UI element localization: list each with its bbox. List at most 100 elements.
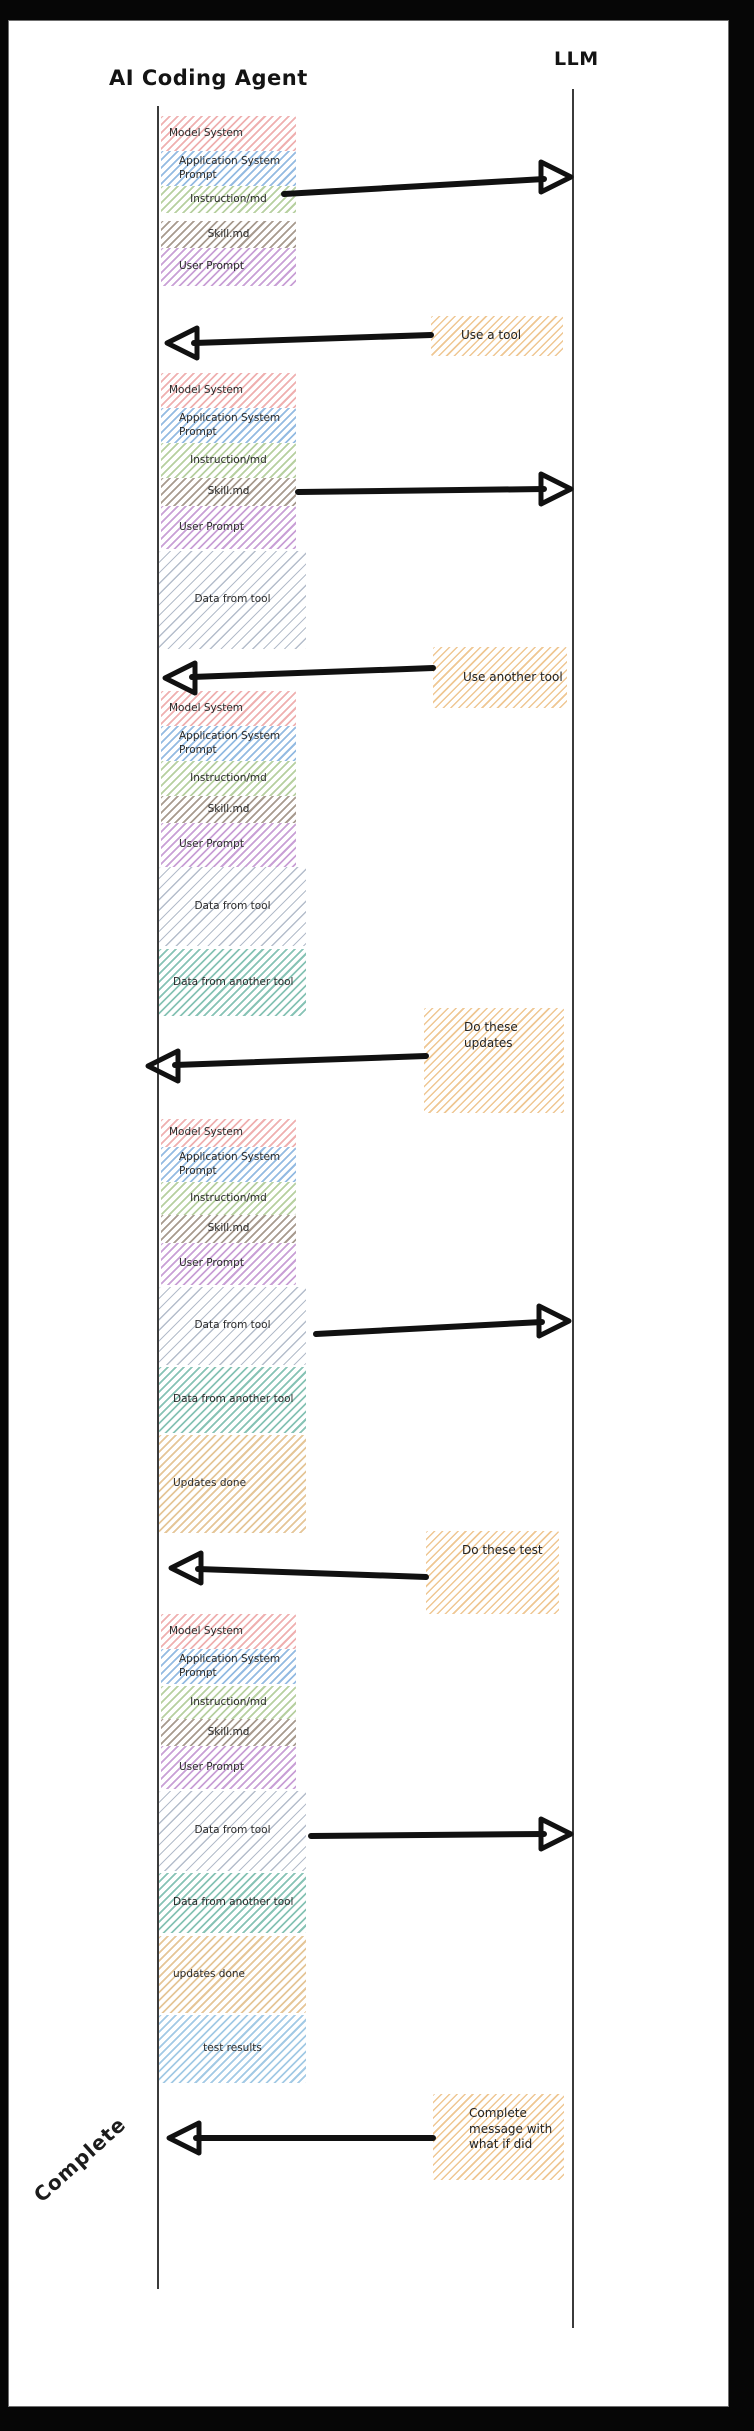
instruction-md-label: Instruction/md — [190, 771, 267, 784]
updates-done-label: Updates done — [173, 1477, 247, 1490]
data-from-tool-label: Data from tool — [194, 899, 271, 912]
data-from-tool-box: Data from tool — [159, 1791, 306, 1871]
user-prompt-box: User Prompt — [161, 1243, 296, 1285]
data-from-tool-label: Data from tool — [194, 1824, 271, 1837]
arrow-1-head-icon — [538, 159, 574, 195]
user-prompt-label: User Prompt — [179, 1760, 244, 1773]
note-complete-message-label: Complete message with what if did — [469, 2106, 553, 2152]
instruction-md-label: Instruction/md — [190, 1191, 267, 1204]
data-from-tool-box: Data from tool — [159, 1287, 306, 1365]
application-system-prompt-box: Application System Prompt — [161, 1649, 296, 1684]
application-system-prompt-label: Application System Prompt — [179, 155, 281, 181]
model-system-box: Model System — [161, 373, 296, 408]
model-system-box: Model System — [161, 116, 296, 151]
instruction-md-label: Instruction/md — [190, 453, 267, 466]
application-system-prompt-label: Application System Prompt — [179, 1653, 281, 1679]
user-prompt-box: User Prompt — [161, 1746, 296, 1789]
diagram-page: AI Coding Agent LLM Model System Applica… — [8, 20, 729, 2407]
test-results-label: test results — [203, 2042, 262, 2055]
instruction-md-box: Instruction/md — [161, 443, 296, 478]
updates-done-box: updates done — [159, 1936, 306, 2013]
complete-stage-label: Complete — [28, 2112, 131, 2207]
application-system-prompt-box: Application System Prompt — [161, 726, 296, 761]
arrow-9-head-icon — [166, 2120, 202, 2156]
note-do-these-updates-label: Do these updates — [464, 1020, 518, 1050]
lifeline-llm — [572, 89, 574, 2328]
arrow-7-head-icon — [168, 1550, 204, 1586]
skill-md-label: Skill.md — [207, 1725, 250, 1738]
arrow-8-to-llm-line — [308, 1831, 547, 1839]
application-system-prompt-box: Application System Prompt — [161, 1147, 296, 1182]
arrow-6-head-icon — [536, 1303, 572, 1339]
note-use-a-tool: Use a tool — [431, 316, 563, 356]
skill-md-box: Skill.md — [161, 221, 296, 248]
data-from-another-tool-label: Data from another tool — [173, 1393, 294, 1406]
skill-md-box: Skill.md — [161, 796, 296, 823]
data-from-another-tool-label: Data from another tool — [173, 975, 294, 988]
arrow-5-do-updates-line — [172, 1053, 429, 1068]
application-system-prompt-label: Application System Prompt — [179, 730, 281, 756]
model-system-box: Model System — [161, 1119, 296, 1147]
arrow-4-head-icon — [162, 660, 198, 696]
user-prompt-box: User Prompt — [161, 506, 296, 549]
data-from-tool-label: Data from tool — [194, 593, 271, 606]
model-system-label: Model System — [169, 383, 244, 396]
instruction-md-label: Instruction/md — [190, 192, 267, 205]
application-system-prompt-box: Application System Prompt — [161, 151, 296, 186]
user-prompt-label: User Prompt — [179, 1257, 244, 1270]
message-arrows — [145, 159, 574, 2156]
arrow-7-do-test-line — [195, 1566, 429, 1580]
user-prompt-box: User Prompt — [161, 248, 296, 286]
data-from-tool-box: Data from tool — [159, 867, 306, 946]
arrow-2-use-a-tool-line — [191, 332, 434, 346]
data-from-tool-box: Data from tool — [159, 551, 306, 649]
model-system-label: Model System — [169, 701, 244, 714]
note-do-these-test: Do these test — [426, 1531, 559, 1614]
instruction-md-box: Instruction/md — [161, 1686, 296, 1719]
updates-done-label: updates done — [173, 1967, 246, 1980]
application-system-prompt-label: Application System Prompt — [179, 1151, 281, 1177]
application-system-prompt-label: Application System Prompt — [179, 412, 281, 438]
data-from-tool-label: Data from tool — [194, 1319, 271, 1332]
arrow-3-head-icon — [538, 471, 574, 507]
test-results-box: test results — [159, 2015, 306, 2083]
note-do-these-updates: Do these updates — [424, 1008, 564, 1113]
user-prompt-label: User Prompt — [179, 838, 244, 851]
instruction-md-box: Instruction/md — [161, 761, 296, 796]
skill-md-label: Skill.md — [207, 1222, 250, 1235]
data-from-another-tool-box: Data from another tool — [159, 949, 306, 1016]
user-prompt-label: User Prompt — [179, 520, 244, 533]
user-prompt-box: User Prompt — [161, 823, 296, 867]
instruction-md-box: Instruction/md — [161, 186, 296, 213]
data-from-another-tool-box: Data from another tool — [159, 1873, 306, 1933]
application-system-prompt-box: Application System Prompt — [161, 408, 296, 443]
arrow-6-to-llm-line — [313, 1319, 545, 1337]
instruction-md-label: Instruction/md — [190, 1695, 267, 1708]
arrow-2-head-icon — [164, 325, 200, 361]
model-system-label: Model System — [169, 1624, 244, 1637]
skill-md-box: Skill.md — [161, 478, 296, 506]
data-from-another-tool-box: Data from another tool — [159, 1367, 306, 1433]
actor-title-ai-coding-agent: AI Coding Agent — [109, 66, 308, 90]
skill-md-box: Skill.md — [161, 1719, 296, 1746]
updates-done-box: Updates done — [159, 1435, 306, 1533]
instruction-md-box: Instruction/md — [161, 1182, 296, 1215]
arrow-4-use-another-tool-line — [189, 665, 436, 680]
arrow-3-to-llm-line — [295, 486, 547, 495]
user-prompt-label: User Prompt — [179, 260, 244, 273]
lifeline-ai-coding-agent — [157, 106, 159, 2289]
skill-md-label: Skill.md — [207, 802, 250, 815]
skill-md-label: Skill.md — [207, 485, 250, 498]
model-system-box: Model System — [161, 1614, 296, 1649]
note-use-another-tool: Use another tool — [433, 647, 567, 708]
arrow-5-head-icon — [145, 1048, 181, 1084]
note-do-these-test-label: Do these test — [462, 1543, 543, 1557]
note-use-a-tool-label: Use a tool — [461, 328, 522, 343]
arrow-8-head-icon — [538, 1816, 574, 1852]
note-complete-message: Complete message with what if did — [433, 2094, 564, 2180]
model-system-label: Model System — [169, 126, 244, 139]
note-use-another-tool-label: Use another tool — [463, 669, 563, 684]
data-from-another-tool-label: Data from another tool — [173, 1896, 294, 1909]
model-system-label: Model System — [169, 1126, 244, 1139]
actor-title-llm: LLM — [554, 48, 599, 70]
